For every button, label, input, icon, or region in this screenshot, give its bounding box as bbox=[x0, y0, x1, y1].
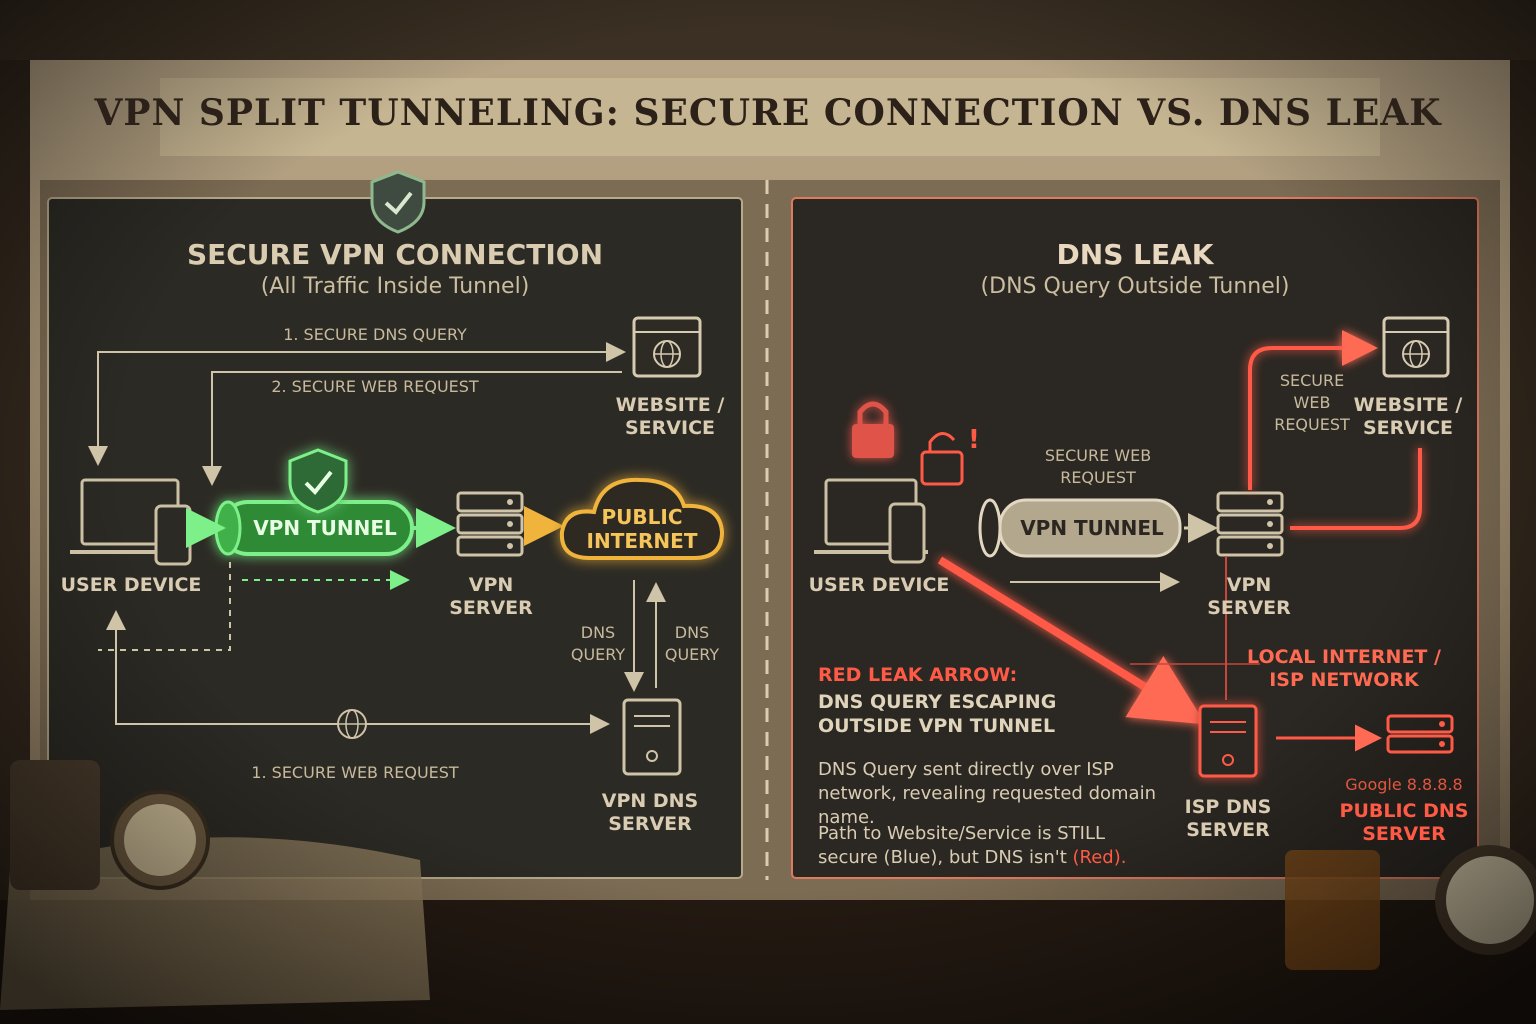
note-path-secure: Path to Website/Service is STILL secure … bbox=[818, 822, 1148, 870]
right-heading: DNS LEAK bbox=[1056, 238, 1214, 271]
left-subheading: (All Traffic Inside Tunnel) bbox=[260, 274, 530, 299]
isp-dns-server-label: ISP DNS SERVER bbox=[1184, 796, 1272, 841]
website-icon bbox=[1382, 316, 1450, 378]
vpn-server-icon bbox=[456, 491, 524, 557]
website-label-left: WEBSITE / SERVICE bbox=[615, 394, 725, 439]
secure-web-request-mid: SECURE WEB REQUEST bbox=[1044, 446, 1152, 487]
leak-label: RED LEAK ARROW: bbox=[818, 664, 1018, 686]
red-leak-arrow bbox=[937, 556, 1206, 725]
secure-web-request-top: SECURE WEB REQUEST bbox=[1274, 371, 1350, 434]
leak-description: DNS QUERY ESCAPING OUTSIDE VPN TUNNEL bbox=[818, 691, 1057, 737]
google-ip-label: Google 8.8.8.8 bbox=[1345, 775, 1463, 794]
vpn-dns-server-label: VPN DNS SERVER bbox=[601, 790, 699, 835]
public-dns-server-label: PUBLIC DNS SERVER bbox=[1339, 800, 1469, 845]
public-dns-server-icon bbox=[1386, 714, 1454, 754]
website-label-right: WEBSITE / SERVICE bbox=[1353, 394, 1463, 439]
vpn-tunnel-right bbox=[978, 498, 1182, 558]
user-device-label-left: USER DEVICE bbox=[60, 574, 202, 596]
dns-query-up-label: DNS QUERY bbox=[664, 623, 720, 664]
shield-check-icon bbox=[288, 448, 348, 514]
note-dns-isp: DNS Query sent directly over ISP network… bbox=[818, 759, 1156, 828]
broken-lock-icon: ! bbox=[920, 425, 980, 486]
arrow-label-dns-query: 1. SECURE DNS QUERY bbox=[283, 325, 467, 344]
laptop-phone-icon bbox=[70, 478, 192, 566]
arrow-label-web-request: 2. SECURE WEB REQUEST bbox=[271, 377, 479, 396]
cloud-icon bbox=[559, 477, 725, 560]
note-path-main: Path to Website/Service is STILL secure … bbox=[818, 823, 1106, 868]
vpn-tunnel-label-right: VPN TUNNEL bbox=[1020, 516, 1164, 540]
laptop-phone-icon bbox=[814, 478, 928, 564]
vpn-server-icon bbox=[1216, 491, 1284, 557]
isp-dns-server-icon bbox=[1198, 704, 1258, 778]
svg-text:!: ! bbox=[968, 425, 980, 455]
website-icon bbox=[632, 316, 702, 378]
vpn-tunnel-label-left: VPN TUNNEL bbox=[253, 516, 397, 540]
vpn-server-label-right: VPN SERVER bbox=[1207, 574, 1291, 619]
user-device-label-right: USER DEVICE bbox=[808, 574, 950, 596]
page-title: VPN SPLIT TUNNELING: SECURE CONNECTION V… bbox=[94, 92, 1442, 134]
local-isp-label: LOCAL INTERNET / ISP NETWORK bbox=[1247, 646, 1441, 691]
vpn-server-label-left: VPN SERVER bbox=[449, 574, 533, 619]
shield-check-icon bbox=[370, 170, 426, 234]
right-subheading: (DNS Query Outside Tunnel) bbox=[980, 274, 1290, 299]
note-path-red: (Red). bbox=[1072, 847, 1127, 868]
left-heading: SECURE VPN CONNECTION bbox=[186, 238, 604, 271]
dns-server-icon bbox=[622, 698, 682, 776]
bottom-request-label: 1. SECURE WEB REQUEST bbox=[251, 763, 459, 782]
lock-icon bbox=[852, 401, 894, 458]
public-internet-label: PUBLIC INTERNET bbox=[586, 505, 698, 553]
dns-query-down-label: DNS QUERY bbox=[570, 623, 626, 664]
